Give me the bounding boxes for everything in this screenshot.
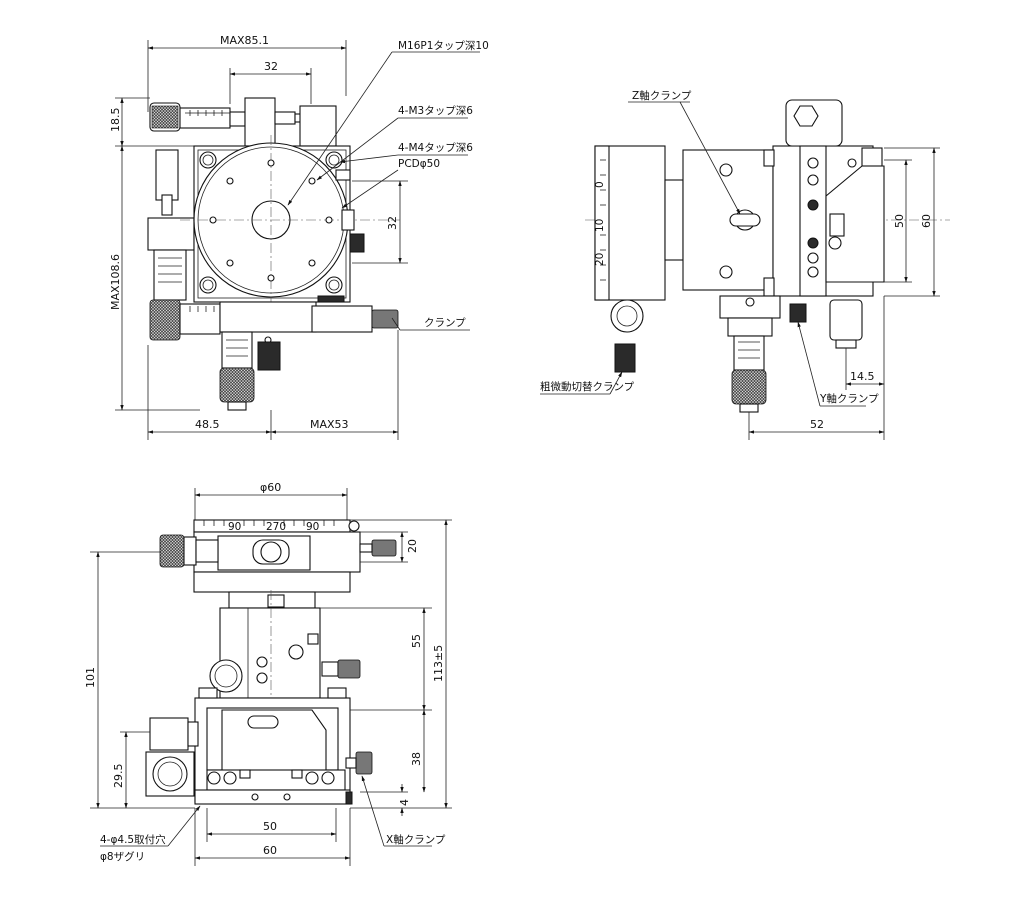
side-scale-ticks bbox=[600, 159, 606, 281]
front-dim-29-5: 29.5 bbox=[112, 764, 125, 789]
front-dim-20: 20 bbox=[406, 539, 419, 553]
note-m16: M16P1タップ深10 bbox=[398, 40, 489, 52]
note-m3: 4-M3タップ深6 bbox=[398, 105, 473, 117]
side-scale-20: 20 bbox=[594, 253, 606, 266]
front-dim-50: 50 bbox=[263, 820, 277, 833]
m3-holes bbox=[209, 159, 333, 282]
y-screws bbox=[807, 157, 819, 278]
side-dim-14-5: 14.5 bbox=[850, 370, 875, 383]
note-pcd: PCDφ50 bbox=[398, 158, 440, 170]
front-scale-ticks bbox=[203, 520, 335, 526]
front-dim-38: 38 bbox=[410, 752, 423, 766]
note-clamp: クランプ bbox=[424, 317, 466, 329]
front-scale-270: 270 bbox=[266, 521, 286, 533]
dim-48-5: 48.5 bbox=[195, 418, 220, 431]
front-scale-90b: 90 bbox=[306, 521, 319, 533]
dim-max53: MAX53 bbox=[310, 418, 349, 431]
front-scale-90a: 90 bbox=[228, 521, 241, 533]
dim-width-max: MAX85.1 bbox=[220, 34, 269, 47]
note-z-clamp: Z軸クランプ bbox=[632, 89, 692, 102]
top-view: MAX85.1 32 18.5 MAX108.6 bbox=[109, 34, 489, 440]
note-coarse-fine: 粗微動切替クランプ bbox=[540, 380, 635, 393]
dim-32-right: 32 bbox=[386, 216, 399, 230]
front-dim-55: 55 bbox=[410, 634, 423, 648]
front-dim-60: 60 bbox=[263, 844, 277, 857]
dim-height-max: MAX108.6 bbox=[109, 254, 122, 310]
note-holes-1: 4-φ4.5取付穴 bbox=[100, 833, 166, 846]
front-dim-4: 4 bbox=[398, 799, 411, 806]
side-scale-0: 0 bbox=[594, 181, 606, 188]
dim-18-5: 18.5 bbox=[109, 108, 122, 133]
note-m4: 4-M4タップ深6 bbox=[398, 142, 473, 154]
front-dim-101: 101 bbox=[84, 667, 97, 688]
note-x-clamp: X軸クランプ bbox=[386, 833, 446, 846]
front-screws bbox=[207, 771, 335, 785]
front-dim-113: 113±5 bbox=[432, 645, 445, 682]
side-dim-60: 60 bbox=[920, 214, 933, 228]
note-holes-2: φ8ザグリ bbox=[100, 850, 145, 863]
note-y-clamp: Y軸クランプ bbox=[819, 392, 879, 405]
front-dim-phi60: φ60 bbox=[260, 481, 281, 494]
dim-32-top: 32 bbox=[264, 60, 278, 73]
side-dim-50: 50 bbox=[893, 214, 906, 228]
front-view: φ60 90 270 90 20 bbox=[84, 481, 452, 866]
side-scale-10: 10 bbox=[594, 219, 606, 232]
side-dim-52: 52 bbox=[810, 418, 824, 431]
corner-screws bbox=[199, 151, 343, 294]
side-view: 0 10 20 bbox=[540, 89, 950, 440]
